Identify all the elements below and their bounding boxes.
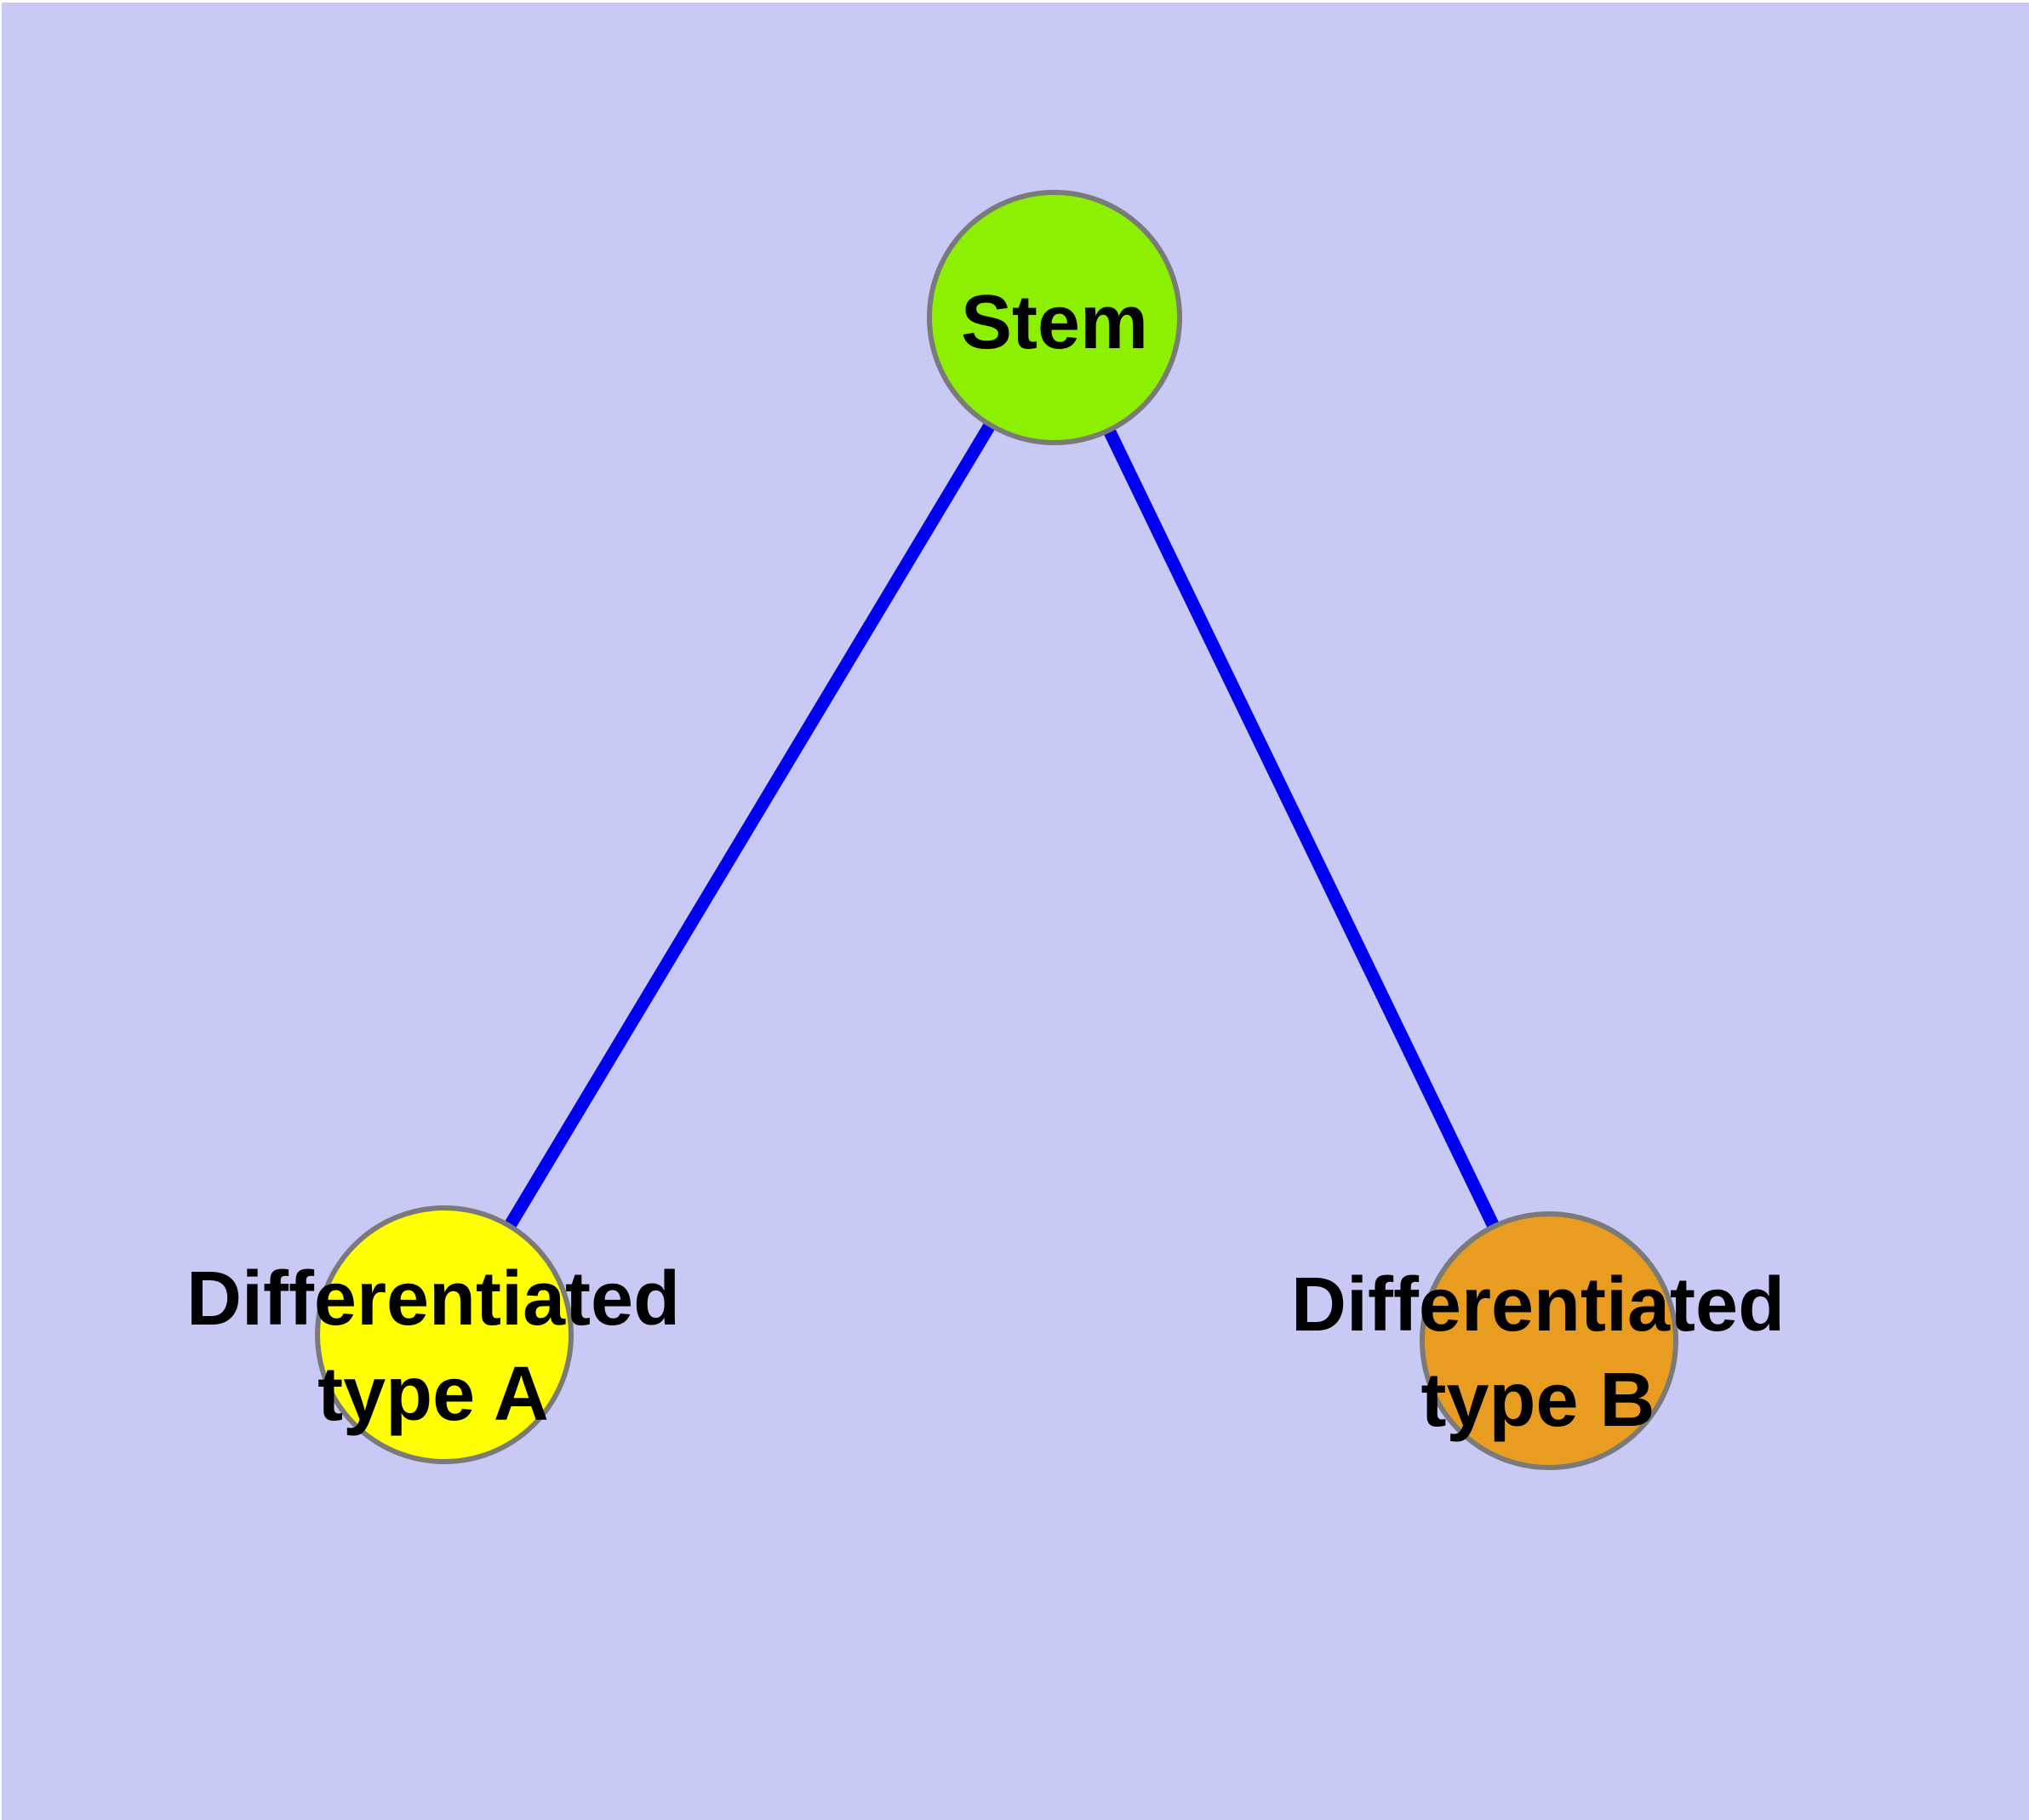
edge-stem-to-type-b [1049,314,1555,1344]
label-line-1: Differentiated [186,1256,681,1342]
label-line-1: Differentiated [1290,1262,1786,1348]
node-stem: Stem [927,190,1182,445]
node-differentiated-type-a: Differentiated type A [186,1205,680,1464]
label-line-2: type B [1420,1358,1655,1443]
node-differentiated-type-b: Differentiated type B [1291,1211,1785,1470]
edge-stem-to-type-a [438,314,1060,1338]
node-stem-label: Stem [960,280,1149,365]
edge-layer [438,314,1555,1344]
label-line-2: type A [317,1352,549,1437]
node-differentiated-type-a-label: Differentiated type A [186,1251,680,1442]
node-differentiated-type-b-label: Differentiated type B [1291,1257,1785,1448]
